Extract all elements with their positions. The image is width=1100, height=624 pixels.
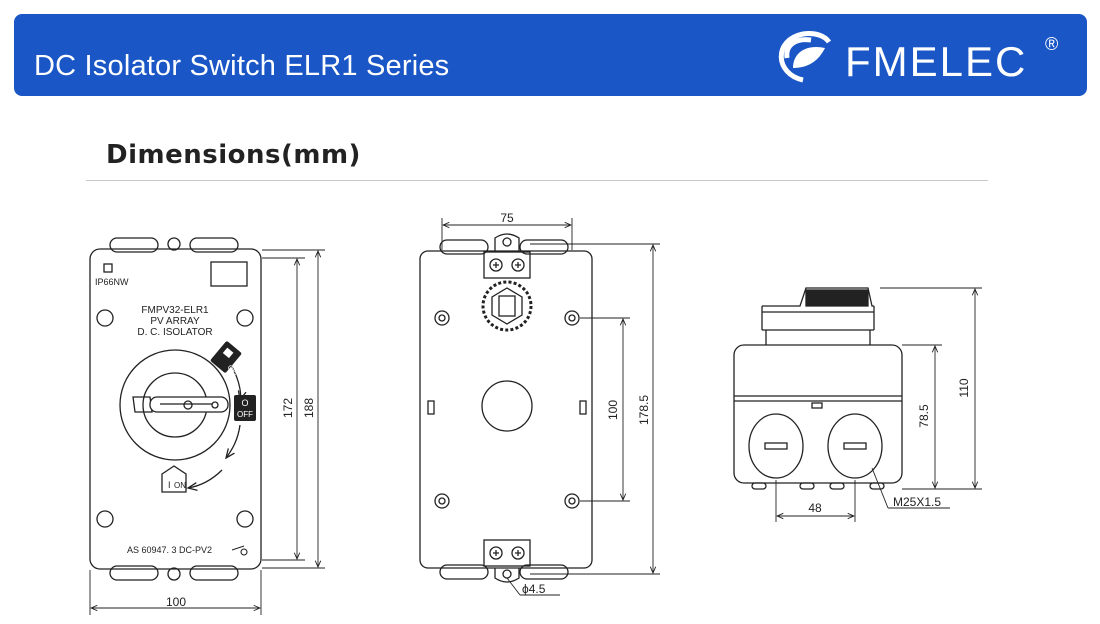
model-label: FMPV32-ELR1 — [141, 305, 209, 316]
lock-off-label: OFF — [226, 364, 241, 378]
dim-side-78-5: 78.5 — [917, 404, 931, 428]
isolator-label: D. C. ISOLATOR — [137, 327, 212, 338]
section-title: Dimensions(mm) — [106, 140, 361, 170]
gland-thread-label: M25X1.5 — [893, 495, 941, 509]
dim-back-100: 100 — [606, 400, 620, 420]
dim-side-48: 48 — [808, 501, 822, 515]
dim-back-75: 75 — [500, 211, 514, 225]
dim-side-110: 110 — [957, 378, 971, 397]
dim-front-172: 172 — [281, 398, 295, 418]
dim-front-100: 100 — [166, 595, 186, 609]
lock-off-badge: OFF — [210, 341, 242, 379]
side-view — [733, 287, 903, 490]
ip-rating-label: IP66NW — [95, 277, 129, 287]
leaf-logo-icon — [778, 31, 832, 83]
page-title: DC Isolator Switch ELR1 Series — [34, 50, 450, 82]
dim-hole-diameter: ϕ4.5 — [522, 582, 546, 596]
front-dimension-lines — [89, 249, 325, 615]
dim-front-188: 188 — [302, 398, 316, 418]
cable-entry-hole — [481, 380, 533, 432]
side-dimension-lines — [775, 287, 982, 522]
brand-name: FMELEC — [845, 38, 1027, 85]
off-symbol: O — [241, 398, 248, 408]
front-view — [89, 237, 262, 581]
on-symbol: I — [168, 480, 171, 490]
header-banner: DC Isolator Switch ELR1 Series FMELEC ® — [14, 14, 1087, 96]
rotary-dial — [119, 349, 231, 461]
off-position-badge: O OFF — [234, 395, 256, 421]
on-label: ON — [174, 481, 186, 490]
standard-label: AS 60947. 3 DC-PV2 — [127, 545, 212, 555]
on-position-badge: I ON — [161, 465, 187, 493]
off-label: OFF — [237, 410, 253, 419]
dim-back-178-5: 178.5 — [637, 395, 651, 425]
brand-logo: FMELEC ® — [778, 31, 1058, 85]
back-dimension-lines — [441, 218, 660, 596]
back-view — [419, 233, 593, 583]
switch-symbol-icon — [231, 545, 248, 556]
brand-registered-mark: ® — [1045, 34, 1058, 54]
pv-array-label: PV ARRAY — [150, 316, 200, 327]
section-divider — [86, 180, 988, 181]
